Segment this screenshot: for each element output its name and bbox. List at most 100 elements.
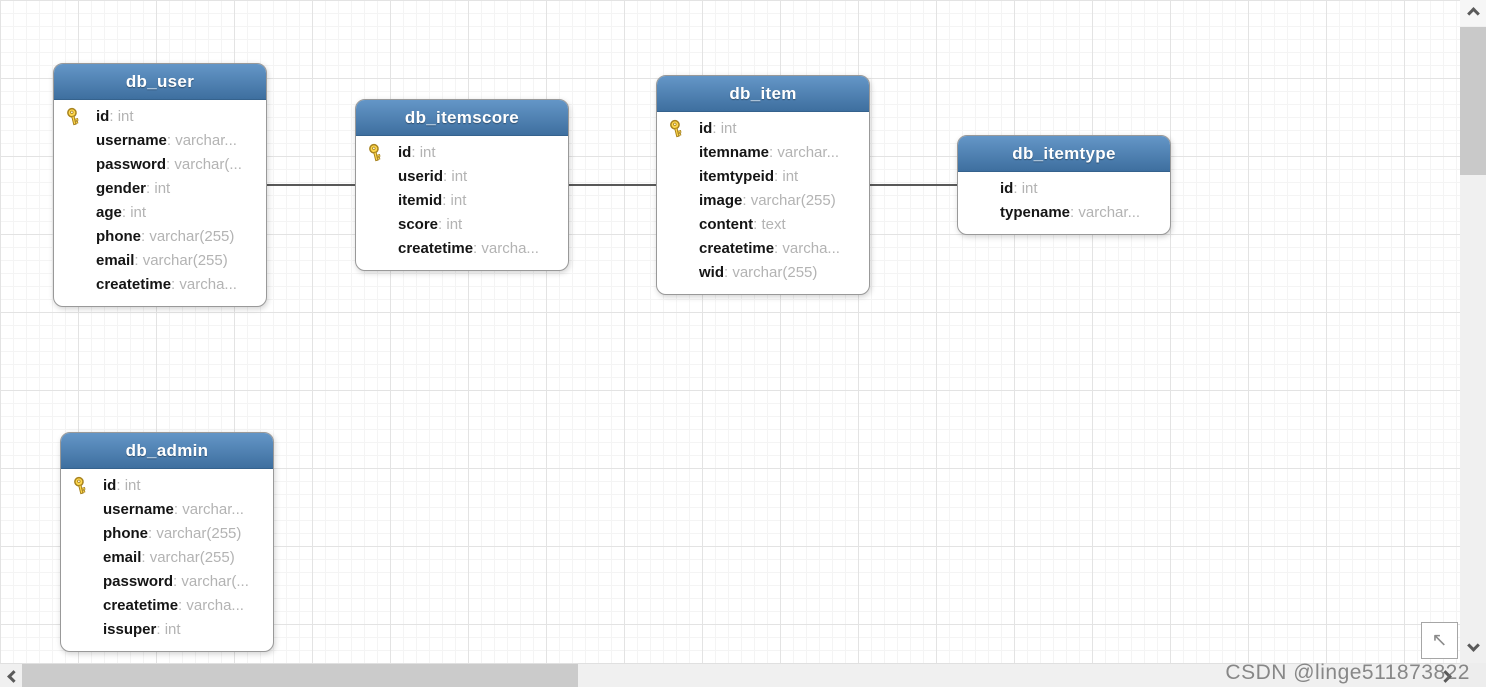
field-row[interactable]: phonevarchar(255) — [61, 522, 273, 546]
field-row[interactable]: usernamevarchar... — [54, 129, 266, 153]
field-name: createtime — [96, 276, 172, 293]
field-name: userid — [398, 168, 444, 185]
table-field-list: idint itemnamevarchar... itemtypeidint i… — [657, 112, 869, 294]
field-row[interactable]: itemtypeidint — [657, 165, 869, 189]
field-type: varcha... — [473, 240, 539, 257]
scroll-to-origin-button[interactable]: ↖ — [1421, 622, 1458, 659]
field-type: int — [443, 168, 467, 185]
field-row[interactable]: imagevarchar(255) — [657, 189, 869, 213]
chevron-right-icon — [1438, 669, 1452, 683]
field-name: wid — [699, 264, 724, 281]
field-name: createtime — [699, 240, 775, 257]
field-row[interactable]: createtimevarcha... — [61, 594, 273, 618]
relation-line-itemscore-item[interactable] — [569, 184, 656, 186]
scroll-right-button[interactable] — [1436, 664, 1458, 687]
vertical-scrollbar-thumb[interactable] — [1460, 27, 1486, 175]
diagram-canvas[interactable]: db_user idint usernamevarchar... passwor… — [0, 0, 1460, 663]
field-type: varchar... — [1070, 204, 1140, 221]
table-header[interactable]: db_admin — [61, 433, 273, 469]
chevron-down-icon — [1466, 638, 1480, 652]
field-name: content — [699, 216, 754, 233]
field-row[interactable]: typenamevarchar... — [958, 201, 1170, 225]
field-row[interactable]: emailvarchar(255) — [61, 546, 273, 570]
table-header[interactable]: db_itemscore — [356, 100, 568, 136]
table-header[interactable]: db_itemtype — [958, 136, 1170, 172]
field-row[interactable]: idint — [356, 141, 568, 165]
field-row[interactable]: passwordvarchar(... — [61, 570, 273, 594]
table-db-user[interactable]: db_user idint usernamevarchar... passwor… — [53, 63, 267, 307]
field-row[interactable]: idint — [958, 177, 1170, 201]
field-row[interactable]: itemnamevarchar... — [657, 141, 869, 165]
field-row[interactable]: idint — [61, 474, 273, 498]
chevron-up-icon — [1466, 6, 1480, 20]
field-row[interactable]: useridint — [356, 165, 568, 189]
table-field-list: idint useridint itemidint scoreint creat… — [356, 136, 568, 270]
field-row[interactable]: createtimevarcha... — [54, 273, 266, 297]
field-row[interactable]: phonevarchar(255) — [54, 225, 266, 249]
field-type: int — [411, 144, 435, 161]
field-type: varchar(255) — [148, 525, 241, 542]
field-row[interactable]: genderint — [54, 177, 266, 201]
field-type: varcha... — [774, 240, 840, 257]
field-row[interactable]: scoreint — [356, 213, 568, 237]
field-name: id — [1000, 180, 1014, 197]
table-header[interactable]: db_user — [54, 64, 266, 100]
field-name: id — [699, 120, 713, 137]
field-name: email — [96, 252, 135, 269]
scroll-left-button[interactable] — [0, 664, 22, 687]
field-type: int — [122, 204, 146, 221]
field-type: int — [712, 120, 736, 137]
field-type: varcha... — [171, 276, 237, 293]
table-db-admin[interactable]: db_admin idint usernamevarchar... phonev… — [60, 432, 274, 652]
table-field-list: idint usernamevarchar... passwordvarchar… — [54, 100, 266, 306]
field-name: phone — [103, 525, 148, 542]
field-name: score — [398, 216, 439, 233]
table-db-item[interactable]: db_item idint itemnamevarchar... itemtyp… — [656, 75, 870, 295]
field-row[interactable]: createtimevarcha... — [356, 237, 568, 261]
field-row[interactable]: issuperint — [61, 618, 273, 642]
relation-line-item-itemtype[interactable] — [870, 184, 957, 186]
field-type: varchar... — [174, 501, 244, 518]
field-row[interactable]: itemidint — [356, 189, 568, 213]
scroll-down-button[interactable] — [1460, 634, 1486, 660]
field-name: username — [96, 132, 167, 149]
relation-line-user-itemscore[interactable] — [267, 184, 355, 186]
primary-key-icon — [70, 476, 90, 496]
field-type: varchar(... — [173, 573, 249, 590]
field-type: int — [156, 621, 180, 638]
field-name: username — [103, 501, 174, 518]
field-row[interactable]: emailvarchar(255) — [54, 249, 266, 273]
field-type: int — [109, 108, 133, 125]
horizontal-scrollbar[interactable] — [0, 663, 1460, 687]
field-row[interactable]: contenttext — [657, 213, 869, 237]
field-type: int — [442, 192, 466, 209]
field-type: varchar(255) — [742, 192, 835, 209]
field-type: varchar(255) — [141, 228, 234, 245]
field-name: gender — [96, 180, 147, 197]
field-type: int — [438, 216, 462, 233]
field-name: createtime — [398, 240, 474, 257]
vertical-scrollbar[interactable] — [1460, 0, 1486, 663]
field-name: password — [96, 156, 167, 173]
field-type: varchar(255) — [141, 549, 234, 566]
table-db-itemscore[interactable]: db_itemscore idint useridint itemidint s… — [355, 99, 569, 271]
scroll-up-button[interactable] — [1460, 0, 1486, 26]
field-row[interactable]: usernamevarchar... — [61, 498, 273, 522]
scrollbar-corner — [1460, 663, 1486, 687]
field-row[interactable]: passwordvarchar(... — [54, 153, 266, 177]
field-type: varchar(255) — [724, 264, 817, 281]
field-name: password — [103, 573, 174, 590]
table-header[interactable]: db_item — [657, 76, 869, 112]
field-row[interactable]: idint — [657, 117, 869, 141]
field-row[interactable]: ageint — [54, 201, 266, 225]
field-type: varcha... — [178, 597, 244, 614]
field-name: id — [398, 144, 412, 161]
field-name: issuper — [103, 621, 157, 638]
field-name: email — [103, 549, 142, 566]
field-row[interactable]: createtimevarcha... — [657, 237, 869, 261]
field-row[interactable]: idint — [54, 105, 266, 129]
field-row[interactable]: widvarchar(255) — [657, 261, 869, 285]
horizontal-scrollbar-thumb[interactable] — [22, 664, 578, 687]
table-db-itemtype[interactable]: db_itemtype idint typenamevarchar... — [957, 135, 1171, 235]
table-field-list: idint typenamevarchar... — [958, 172, 1170, 234]
